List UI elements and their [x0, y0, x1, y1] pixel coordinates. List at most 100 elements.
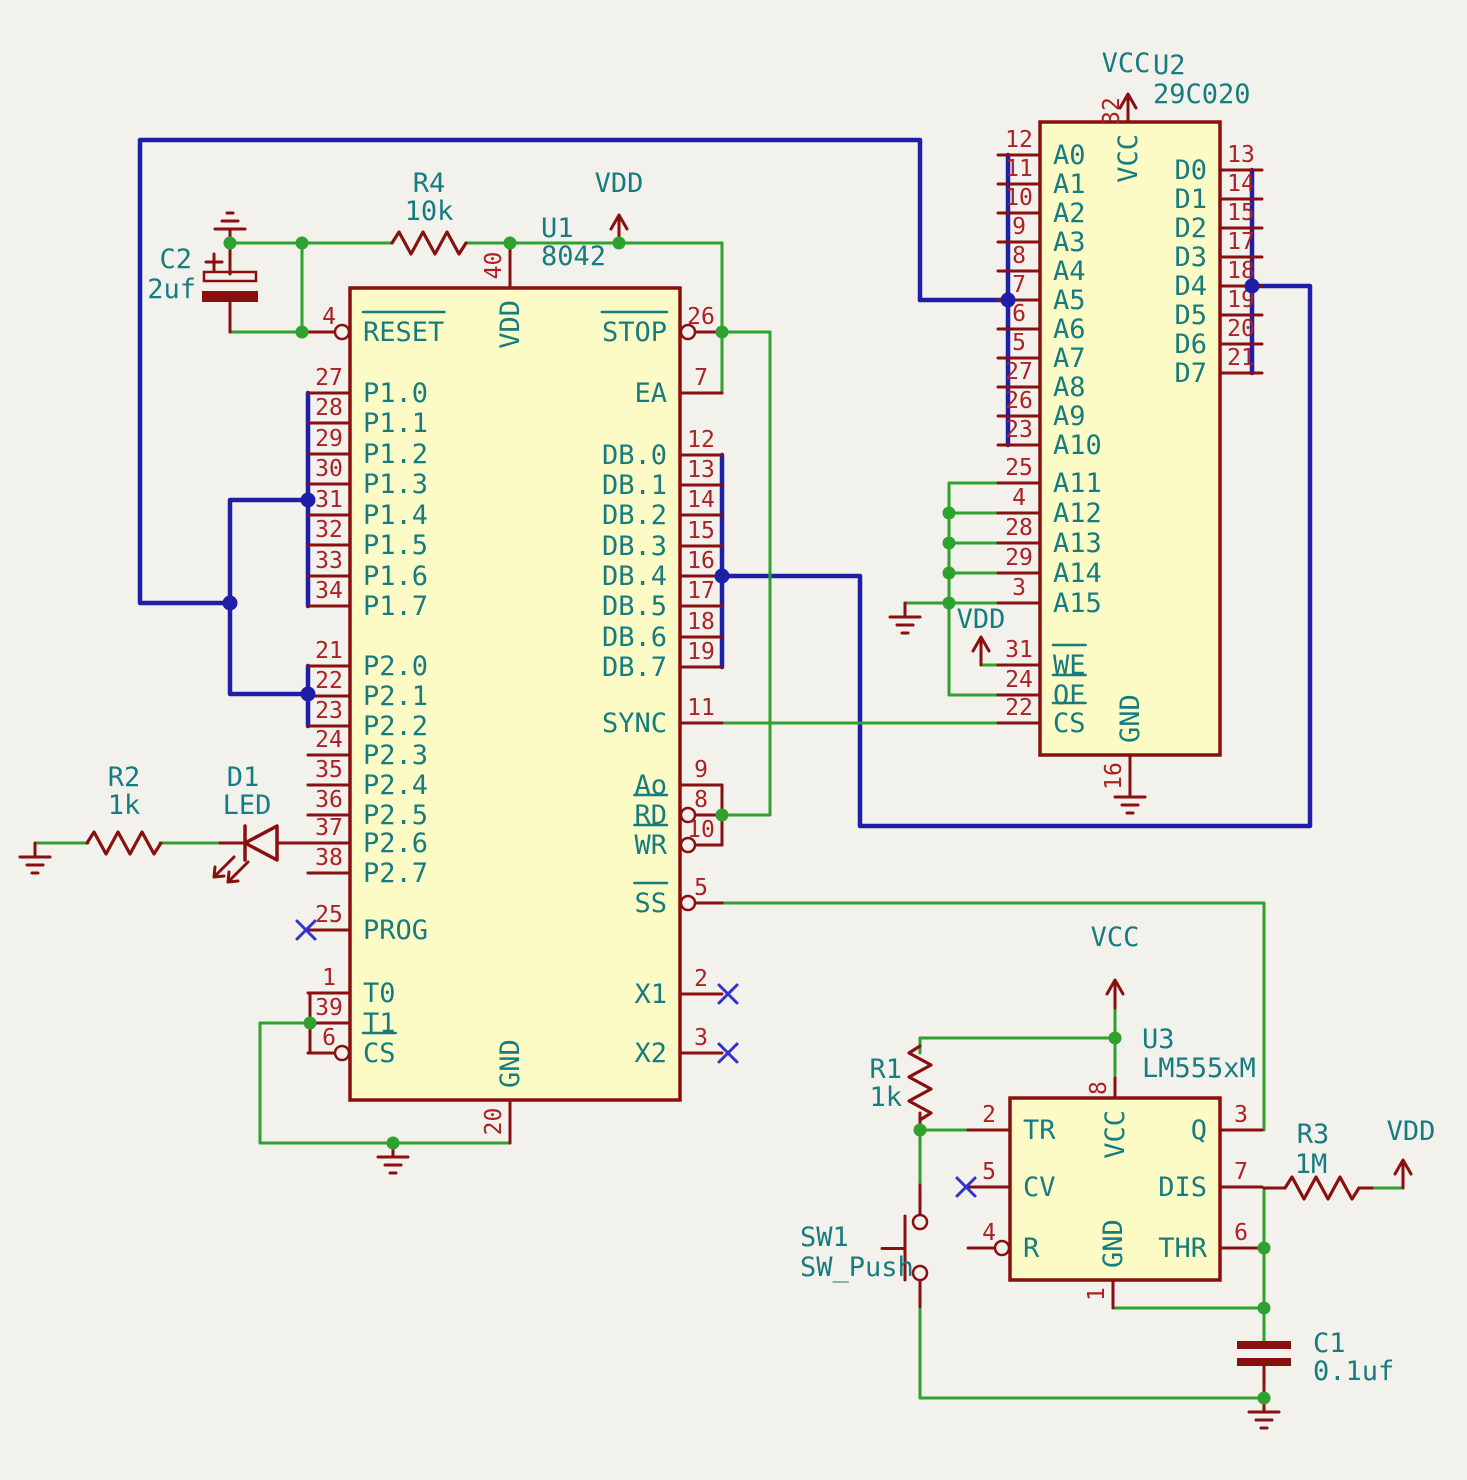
wire-blue[interactable]	[719, 283, 1313, 829]
resistor-r3[interactable]	[1283, 1175, 1361, 1201]
junction-dot	[503, 236, 517, 250]
pin-number-label: 4	[1012, 485, 1026, 511]
junction-dot	[1108, 1031, 1122, 1045]
pin-name-label: Ao	[634, 770, 667, 801]
resistor-r2[interactable]	[85, 830, 163, 856]
pin-name-label: DB.1	[602, 470, 667, 501]
diode-value[interactable]: LED	[223, 790, 272, 821]
pin-name-label: RESET	[363, 317, 444, 348]
pin-number-label: 31	[1005, 637, 1033, 663]
power-label-vcc[interactable]: VCC	[1102, 48, 1151, 79]
diode-ref[interactable]: D1	[227, 762, 260, 793]
component-value[interactable]: 8042	[541, 241, 606, 272]
pin-name-label: DB.6	[602, 622, 667, 653]
junction-dot	[1000, 292, 1016, 308]
pin-name-label: A4	[1053, 256, 1086, 287]
pin-number-label: 19	[687, 639, 715, 665]
pin-name-label: P1.0	[363, 378, 428, 409]
resistor-value[interactable]: 1M	[1295, 1149, 1328, 1180]
capacitor-ref[interactable]: C1	[1313, 1328, 1346, 1359]
capacitor-ref[interactable]: C2	[159, 244, 192, 275]
resistor-value[interactable]: 1k	[869, 1082, 902, 1113]
pin-number-label: 26	[1005, 388, 1033, 414]
pin-name-label: P2.0	[363, 651, 428, 682]
power-label-vdd[interactable]: VDD	[957, 604, 1006, 635]
resistor-ref[interactable]: R2	[108, 762, 141, 793]
junction-dot	[300, 686, 316, 702]
pin-name-label: GND	[1098, 1219, 1129, 1268]
junction-dot	[222, 595, 238, 611]
component-value[interactable]: 29C020	[1153, 79, 1251, 110]
no-connect-marker	[295, 919, 317, 941]
switch-contact	[911, 1264, 929, 1282]
pin-invert-bubble	[333, 323, 351, 341]
wire-green[interactable]	[258, 1021, 512, 1145]
wire-green[interactable]	[720, 330, 772, 817]
led-triangle[interactable]	[243, 824, 279, 862]
switch-value[interactable]: SW_Push	[800, 1252, 914, 1283]
pin-number-label: 39	[315, 995, 343, 1021]
capacitor-plate	[1237, 1358, 1291, 1366]
pin-number-label: 2	[982, 1102, 996, 1128]
pin-name-label: OE	[1053, 680, 1086, 711]
pin-number-label: 30	[315, 456, 343, 482]
pin-number-label: 27	[1005, 359, 1033, 385]
pin-name-label: X2	[634, 1038, 667, 1069]
wire-green[interactable]	[720, 901, 1266, 1132]
ic-body-u2[interactable]	[1038, 120, 1222, 757]
pin-name-label: STOP	[602, 317, 667, 348]
pin-name-label: WR	[634, 830, 667, 861]
capacitor-value[interactable]: 2uf	[147, 274, 196, 305]
pin-number-label: 16	[1101, 762, 1127, 790]
wire-green[interactable]	[918, 1305, 1266, 1400]
ic-body-u3[interactable]	[1008, 1096, 1222, 1282]
pin-number-label: 3	[694, 1025, 708, 1051]
wire-green[interactable]	[947, 481, 1010, 697]
pin-name-label: P2.5	[363, 800, 428, 831]
junction-dot	[303, 1016, 317, 1030]
pin-number-label: 3	[1012, 575, 1026, 601]
junction-dot	[295, 325, 309, 339]
capacitor-value[interactable]: 0.1uf	[1313, 1356, 1394, 1387]
pin-name-label: T0	[363, 978, 396, 1009]
wire-blue[interactable]	[227, 600, 311, 697]
pin-name-label: A10	[1053, 430, 1102, 461]
pin-name-label: P2.3	[363, 740, 428, 771]
resistor-value[interactable]: 10k	[405, 196, 454, 227]
wire-blue[interactable]	[137, 137, 923, 606]
power-label-vdd[interactable]: VDD	[595, 168, 644, 199]
ic-body-u1[interactable]	[348, 286, 682, 1102]
pin-number-label: 8	[1012, 243, 1026, 269]
pin-number-label: 7	[1012, 272, 1026, 298]
pin-number-label: 13	[687, 457, 715, 483]
pin-name-label: R	[1023, 1233, 1040, 1264]
pin-number-label: 26	[687, 304, 715, 330]
junction-dot	[386, 1136, 400, 1150]
pin-number-label: 28	[315, 395, 343, 421]
pin-name-label: D1	[1174, 184, 1207, 215]
pin-number-label: 32	[315, 517, 343, 543]
resistor-r4[interactable]	[390, 230, 468, 256]
resistor-r1[interactable]	[907, 1044, 933, 1122]
component-value[interactable]: LM555xM	[1142, 1053, 1256, 1084]
power-label-vdd[interactable]: VDD	[1387, 1116, 1436, 1147]
pin-number-label: 11	[687, 695, 715, 721]
resistor-ref[interactable]: R4	[413, 168, 446, 199]
resistor-ref[interactable]: R1	[869, 1054, 902, 1085]
pin-number-label: 29	[1005, 545, 1033, 571]
component-ref[interactable]: U2	[1153, 50, 1186, 81]
power-label-vcc[interactable]: VCC	[1091, 922, 1140, 953]
component-ref[interactable]: U1	[541, 213, 574, 244]
resistor-value[interactable]: 1k	[108, 790, 141, 821]
wire-blue[interactable]	[227, 497, 311, 606]
component-ref[interactable]: U3	[1142, 1024, 1175, 1055]
pin-name-label: CV	[1023, 1172, 1056, 1203]
pin-number-label: 17	[687, 578, 715, 604]
switch-ref[interactable]: SW1	[800, 1222, 849, 1253]
pin-name-label: P2.7	[363, 858, 428, 889]
pin-name-label: A13	[1053, 528, 1102, 559]
pin-name-label: DB.4	[602, 561, 667, 592]
resistor-ref[interactable]: R3	[1297, 1119, 1330, 1150]
pin-name-label: P1.3	[363, 469, 428, 500]
